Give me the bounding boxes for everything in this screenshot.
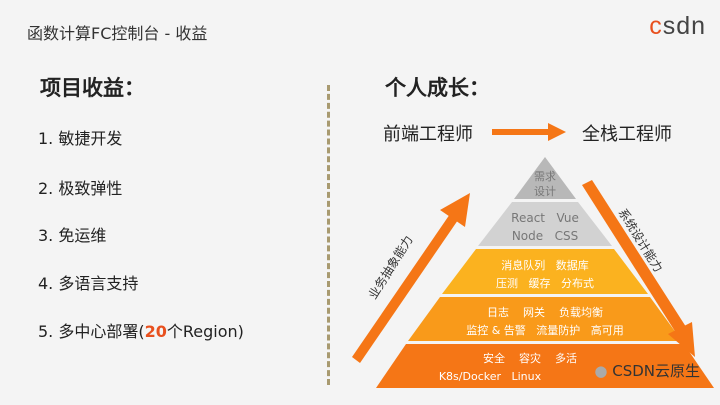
pyramid-layer [442, 249, 648, 294]
layer-text: React Vue [511, 211, 579, 225]
watermark-text: CSDN云原生 [612, 362, 700, 380]
item-text: 个Region) [166, 322, 244, 341]
benefit-item: 3. 免运维 [38, 226, 107, 245]
right-arrow [582, 180, 695, 357]
layer-text: 日志 网关 负载均衡 [487, 305, 603, 319]
layer-text: 监控 & 告警 流量防护 高可用 [466, 323, 624, 337]
from-role: 前端工程师 [383, 124, 473, 145]
pyramid-layer [478, 202, 612, 246]
pyramid-layer [376, 344, 714, 388]
to-role: 全栈工程师 [582, 124, 672, 145]
benefit-item: 2. 极致弹性 [38, 179, 123, 198]
layer-text: 消息队列 数据库 [501, 258, 589, 272]
wechat-icon: ● [594, 362, 608, 380]
layer-text: 压测 缓存 分布式 [496, 276, 594, 290]
pyramid-layer [408, 297, 682, 341]
item-text: 5. 多中心部署( [38, 322, 145, 341]
project-benefits-heading: 项目收益： [40, 76, 145, 100]
arrow-right-icon [492, 123, 566, 141]
pyramid-layer [514, 157, 576, 199]
region-count: 20 [144, 322, 167, 341]
layer-text: 需求 [534, 170, 556, 183]
personal-growth-heading: 个人成长： [385, 76, 490, 100]
watermark: ● CSDN云原生 [594, 360, 700, 381]
layer-text: 安全 容灾 多活 [483, 351, 577, 365]
slide-title: 函数计算FC控制台 - 收益 [27, 24, 208, 43]
layer-text: 设计 [534, 185, 556, 198]
layer-text: Node CSS [512, 229, 578, 243]
benefit-item: 5. 多中心部署(20个Region) [38, 318, 244, 342]
left-arrow [352, 193, 470, 363]
benefit-item: 4. 多语言支持 [38, 274, 139, 293]
benefit-item: 1. 敏捷开发 [38, 129, 123, 148]
csdn-logo: csdn [649, 12, 706, 40]
divider [327, 85, 330, 385]
layer-text: K8s/Docker Linux [439, 370, 542, 383]
